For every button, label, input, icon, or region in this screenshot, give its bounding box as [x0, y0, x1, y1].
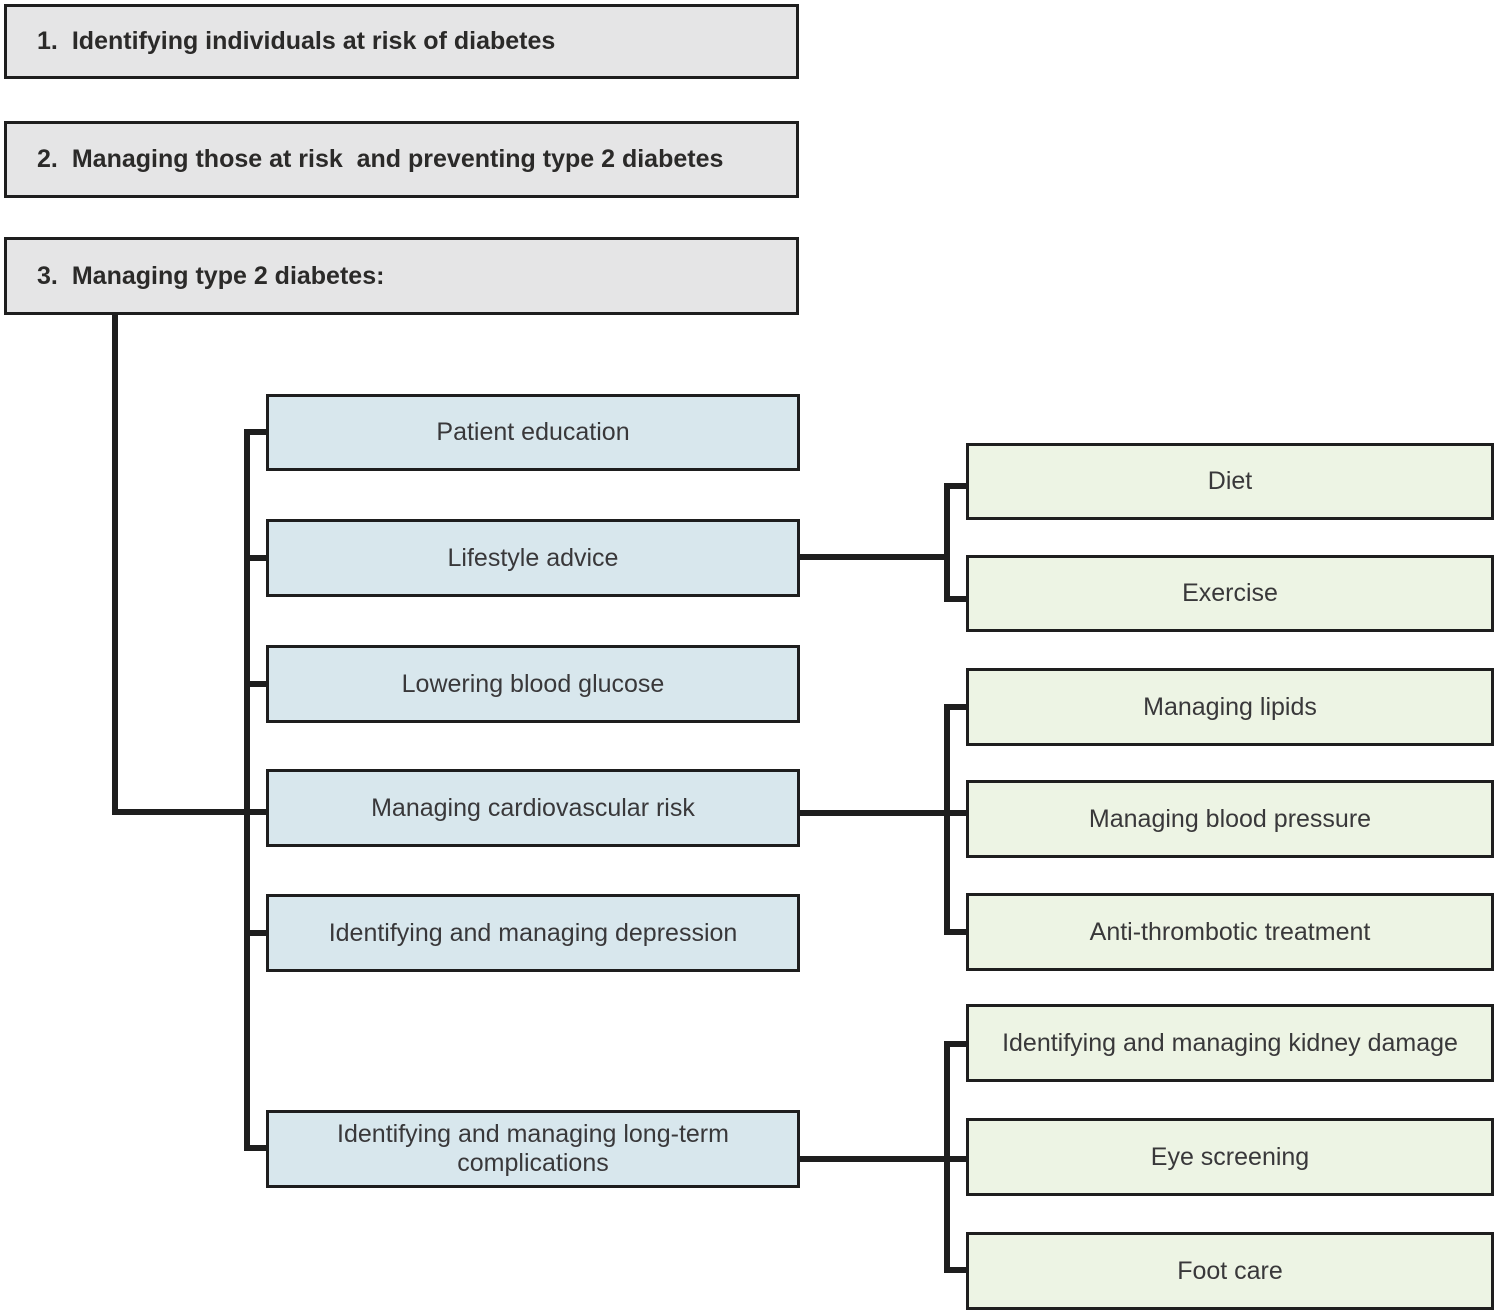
branch-box-managing-cardiovascular-risk: Managing cardiovascular risk — [266, 769, 800, 847]
subbranch-label: Foot care — [1177, 1256, 1283, 1285]
subbranch-label: Eye screening — [1150, 1142, 1310, 1171]
branch-label: Identifying and managing depression — [328, 918, 738, 947]
branch-box-lowering-blood-glucose: Lowering blood glucose — [266, 645, 800, 723]
subbranch-label: Exercise — [1182, 579, 1278, 608]
subbranch-box-kidney-damage: Identifying and managing kidney damage — [966, 1004, 1494, 1082]
connector-complications-spine — [944, 1041, 968, 1273]
subbranch-box-diet: Diet — [966, 443, 1494, 520]
step-label: Identifying individuals at risk of diabe… — [71, 27, 556, 56]
connector-branch-spine — [244, 429, 268, 1151]
subbranch-box-exercise: Exercise — [966, 555, 1494, 632]
branch-box-lifestyle-advice: Lifestyle advice — [266, 519, 800, 597]
branch-label: Identifying and managing long-term compl… — [337, 1120, 729, 1177]
branch-label: Managing cardiovascular risk — [371, 793, 695, 822]
subbranch-label: Managing lipids — [1143, 692, 1317, 721]
branch-box-patient-education: Patient education — [266, 394, 800, 471]
step-label: Managing those at risk and preventing ty… — [71, 145, 724, 174]
connector-cardio-spine — [944, 704, 968, 935]
subbranch-box-anti-thrombotic-treatment: Anti-thrombotic treatment — [966, 893, 1494, 971]
subbranch-label: Identifying and managing kidney damage — [1002, 1028, 1458, 1057]
subbranch-label: Managing blood pressure — [1088, 804, 1372, 833]
step-number: 3. — [37, 261, 58, 290]
subbranch-box-foot-care: Foot care — [966, 1232, 1494, 1310]
branch-box-long-term-complications: Identifying and managing long-term compl… — [266, 1110, 800, 1188]
subbranch-box-eye-screening: Eye screening — [966, 1118, 1494, 1196]
connector-step3-to-branches — [112, 315, 266, 815]
step-number: 1. — [37, 27, 58, 56]
subbranch-box-managing-lipids: Managing lipids — [966, 668, 1494, 746]
branch-box-identifying-managing-depression: Identifying and managing depression — [266, 894, 800, 972]
branch-label: Patient education — [436, 418, 630, 447]
subbranch-box-managing-blood-pressure: Managing blood pressure — [966, 780, 1494, 858]
step-number: 2. — [37, 145, 58, 174]
subbranch-label: Diet — [1207, 467, 1253, 496]
connector-lifestyle-spine — [944, 483, 968, 602]
step-box-identifying-risk: 1. Identifying individuals at risk of di… — [4, 4, 799, 79]
branch-label: Lowering blood glucose — [401, 669, 665, 698]
subbranch-label: Anti-thrombotic treatment — [1089, 917, 1371, 946]
branch-label: Lifestyle advice — [447, 543, 619, 572]
step-label: Managing type 2 diabetes: — [71, 261, 385, 290]
step-box-managing-type2: 3. Managing type 2 diabetes: — [4, 237, 799, 315]
step-box-managing-at-risk: 2. Managing those at risk and preventing… — [4, 121, 799, 198]
